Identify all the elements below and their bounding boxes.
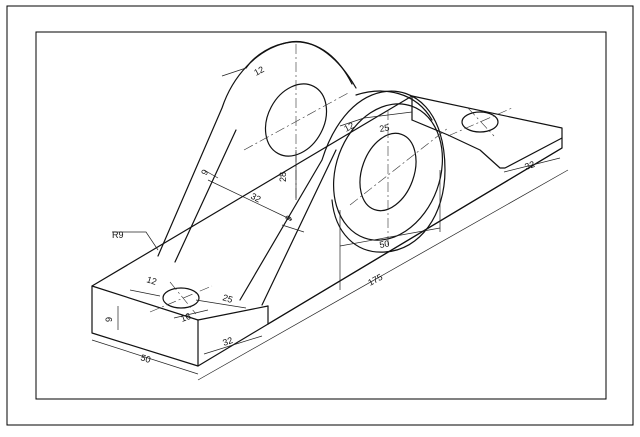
label-r9: R9 <box>112 230 124 240</box>
base-plate <box>91 95 563 367</box>
label-9-mid: 9 <box>283 214 294 223</box>
dimension-texts: R9 12 9 28 32 9 12 25 50 175 32 12 16 25… <box>104 64 536 365</box>
back-upright <box>157 40 357 263</box>
label-12-ring: 12 <box>342 120 356 134</box>
label-16: 16 <box>179 311 192 324</box>
back-bore <box>264 83 328 157</box>
label-50-ring: 50 <box>379 238 391 250</box>
label-32-right: 32 <box>523 159 536 172</box>
inner-frame <box>35 31 607 400</box>
label-50-base: 50 <box>139 352 152 365</box>
label-25-hole: 25 <box>221 292 234 305</box>
bolt-holes <box>149 107 513 315</box>
hole-right <box>461 111 499 133</box>
label-12-top: 12 <box>252 64 266 78</box>
dimension-lines <box>91 67 569 381</box>
front-ring <box>239 90 449 306</box>
label-12-hole: 12 <box>145 274 158 287</box>
label-32-mid: 32 <box>249 191 263 205</box>
hole-left <box>162 287 200 309</box>
ring-outer <box>332 103 444 241</box>
label-32-base: 32 <box>221 335 234 348</box>
ring-bore <box>359 132 417 212</box>
label-9-left: 9 <box>199 168 210 177</box>
label-175: 175 <box>366 272 384 288</box>
label-9-base: 9 <box>104 317 114 322</box>
border-frame <box>6 5 634 426</box>
label-28: 28 <box>278 172 288 182</box>
label-25-ring: 25 <box>379 122 391 134</box>
